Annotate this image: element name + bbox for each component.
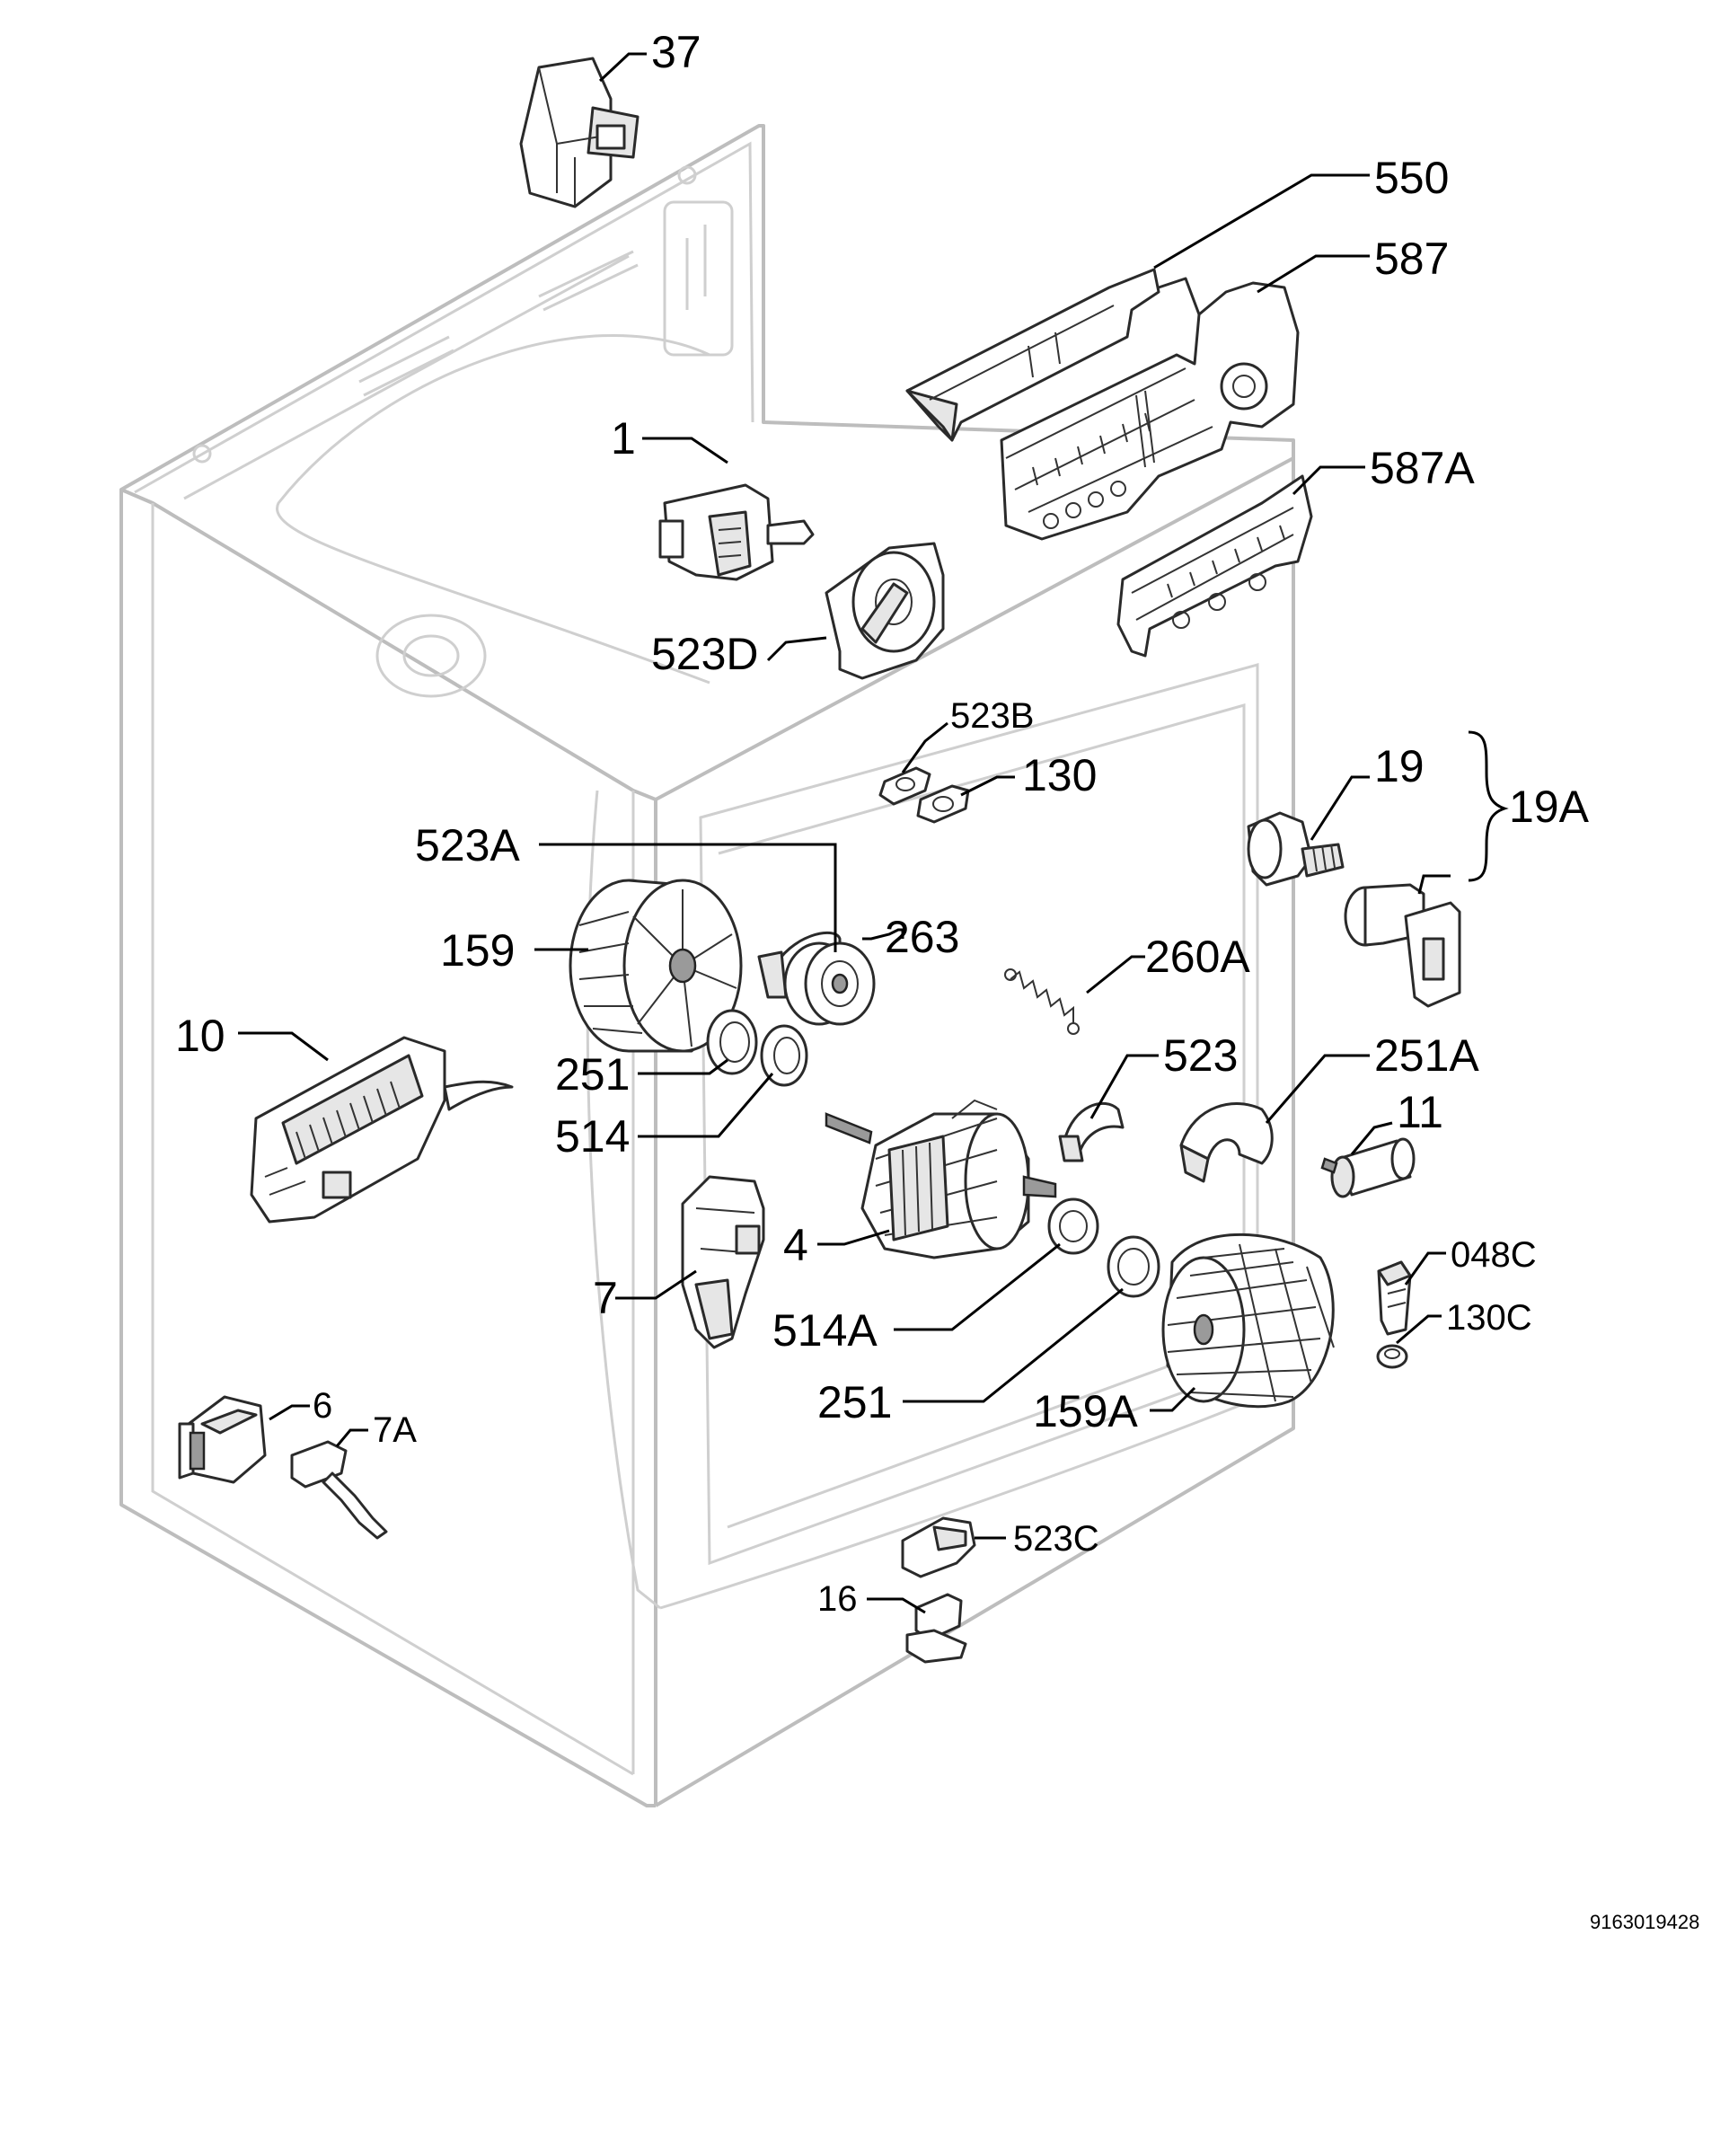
label-251a: 251A (1374, 1030, 1479, 1081)
label-19a: 19A (1509, 782, 1590, 832)
document-number: 9163019428 (1590, 1911, 1699, 1933)
label-130: 130 (1022, 750, 1097, 800)
label-7: 7 (593, 1273, 618, 1323)
part-048c-fitting (1377, 1260, 1412, 1336)
part-7-door-lock (681, 1175, 765, 1349)
part-159a-blower-wheel (1161, 1233, 1335, 1409)
label-048c: 048C (1451, 1235, 1537, 1275)
part-19a-sensor-bracket (1344, 883, 1461, 1008)
label-251-upper: 251 (555, 1049, 630, 1100)
label-260a: 260A (1145, 932, 1250, 982)
part-514-ring (760, 1024, 808, 1087)
part-130c-nut (1376, 1344, 1408, 1369)
label-19: 19 (1374, 741, 1425, 791)
label-523a: 523A (415, 820, 520, 870)
label-130c: 130C (1446, 1298, 1532, 1338)
leader-lines (238, 52, 1509, 1614)
label-587a: 587A (1370, 443, 1475, 493)
part-7a-microswitch (290, 1440, 388, 1540)
part-251-ring-lower (1107, 1235, 1160, 1298)
label-523d: 523D (651, 629, 759, 679)
part-587a-electronic-board (1116, 474, 1313, 658)
label-159a: 159A (1033, 1386, 1138, 1436)
label-10: 10 (175, 1011, 225, 1061)
part-251-ring-upper (706, 1009, 758, 1075)
label-587: 587 (1374, 234, 1449, 284)
part-514a-ring (1047, 1197, 1099, 1255)
label-523c: 523C (1013, 1519, 1099, 1559)
label-251-lower: 251 (817, 1377, 892, 1427)
label-523: 523 (1163, 1030, 1238, 1081)
part-19-sensor (1247, 811, 1345, 887)
label-11: 11 (1397, 1087, 1443, 1137)
part-1-rotary-switch (658, 483, 815, 581)
label-16: 16 (817, 1579, 858, 1619)
label-159: 159 (440, 925, 515, 976)
label-514a: 514A (772, 1305, 878, 1356)
label-1: 1 (611, 413, 636, 464)
label-7a: 7A (373, 1410, 417, 1450)
label-4: 4 (783, 1220, 808, 1270)
label-550: 550 (1374, 153, 1449, 203)
label-263: 263 (885, 912, 959, 962)
part-251a-cover (1179, 1102, 1274, 1183)
part-523c-holder (901, 1516, 976, 1578)
part-4-motor (825, 1099, 1057, 1259)
part-523b-clip (878, 766, 931, 806)
part-159-fan-wheel (569, 879, 743, 1053)
label-6: 6 (313, 1386, 332, 1426)
part-523-half-shell (1058, 1101, 1125, 1162)
part-37-connector-block (519, 57, 640, 208)
part-16-switch (905, 1593, 967, 1664)
part-labels: 37 550 587 587A 1 523D 523B 130 19 19A 5… (175, 27, 1699, 1933)
part-263-pulley (783, 941, 876, 1026)
cabinet-housing (119, 124, 1295, 1807)
part-260a-spring (1004, 968, 1080, 1035)
label-523b: 523B (950, 696, 1034, 736)
part-11-capacitor (1320, 1137, 1416, 1198)
part-587-electronic-board (1000, 277, 1300, 541)
part-10-heater (250, 1036, 514, 1224)
label-514: 514 (555, 1111, 630, 1162)
label-37: 37 (651, 27, 701, 77)
part-6-pump (178, 1395, 267, 1484)
part-130-clip (916, 784, 970, 824)
part-550-cover-profile (905, 268, 1160, 442)
part-523d-bracket (825, 542, 945, 680)
